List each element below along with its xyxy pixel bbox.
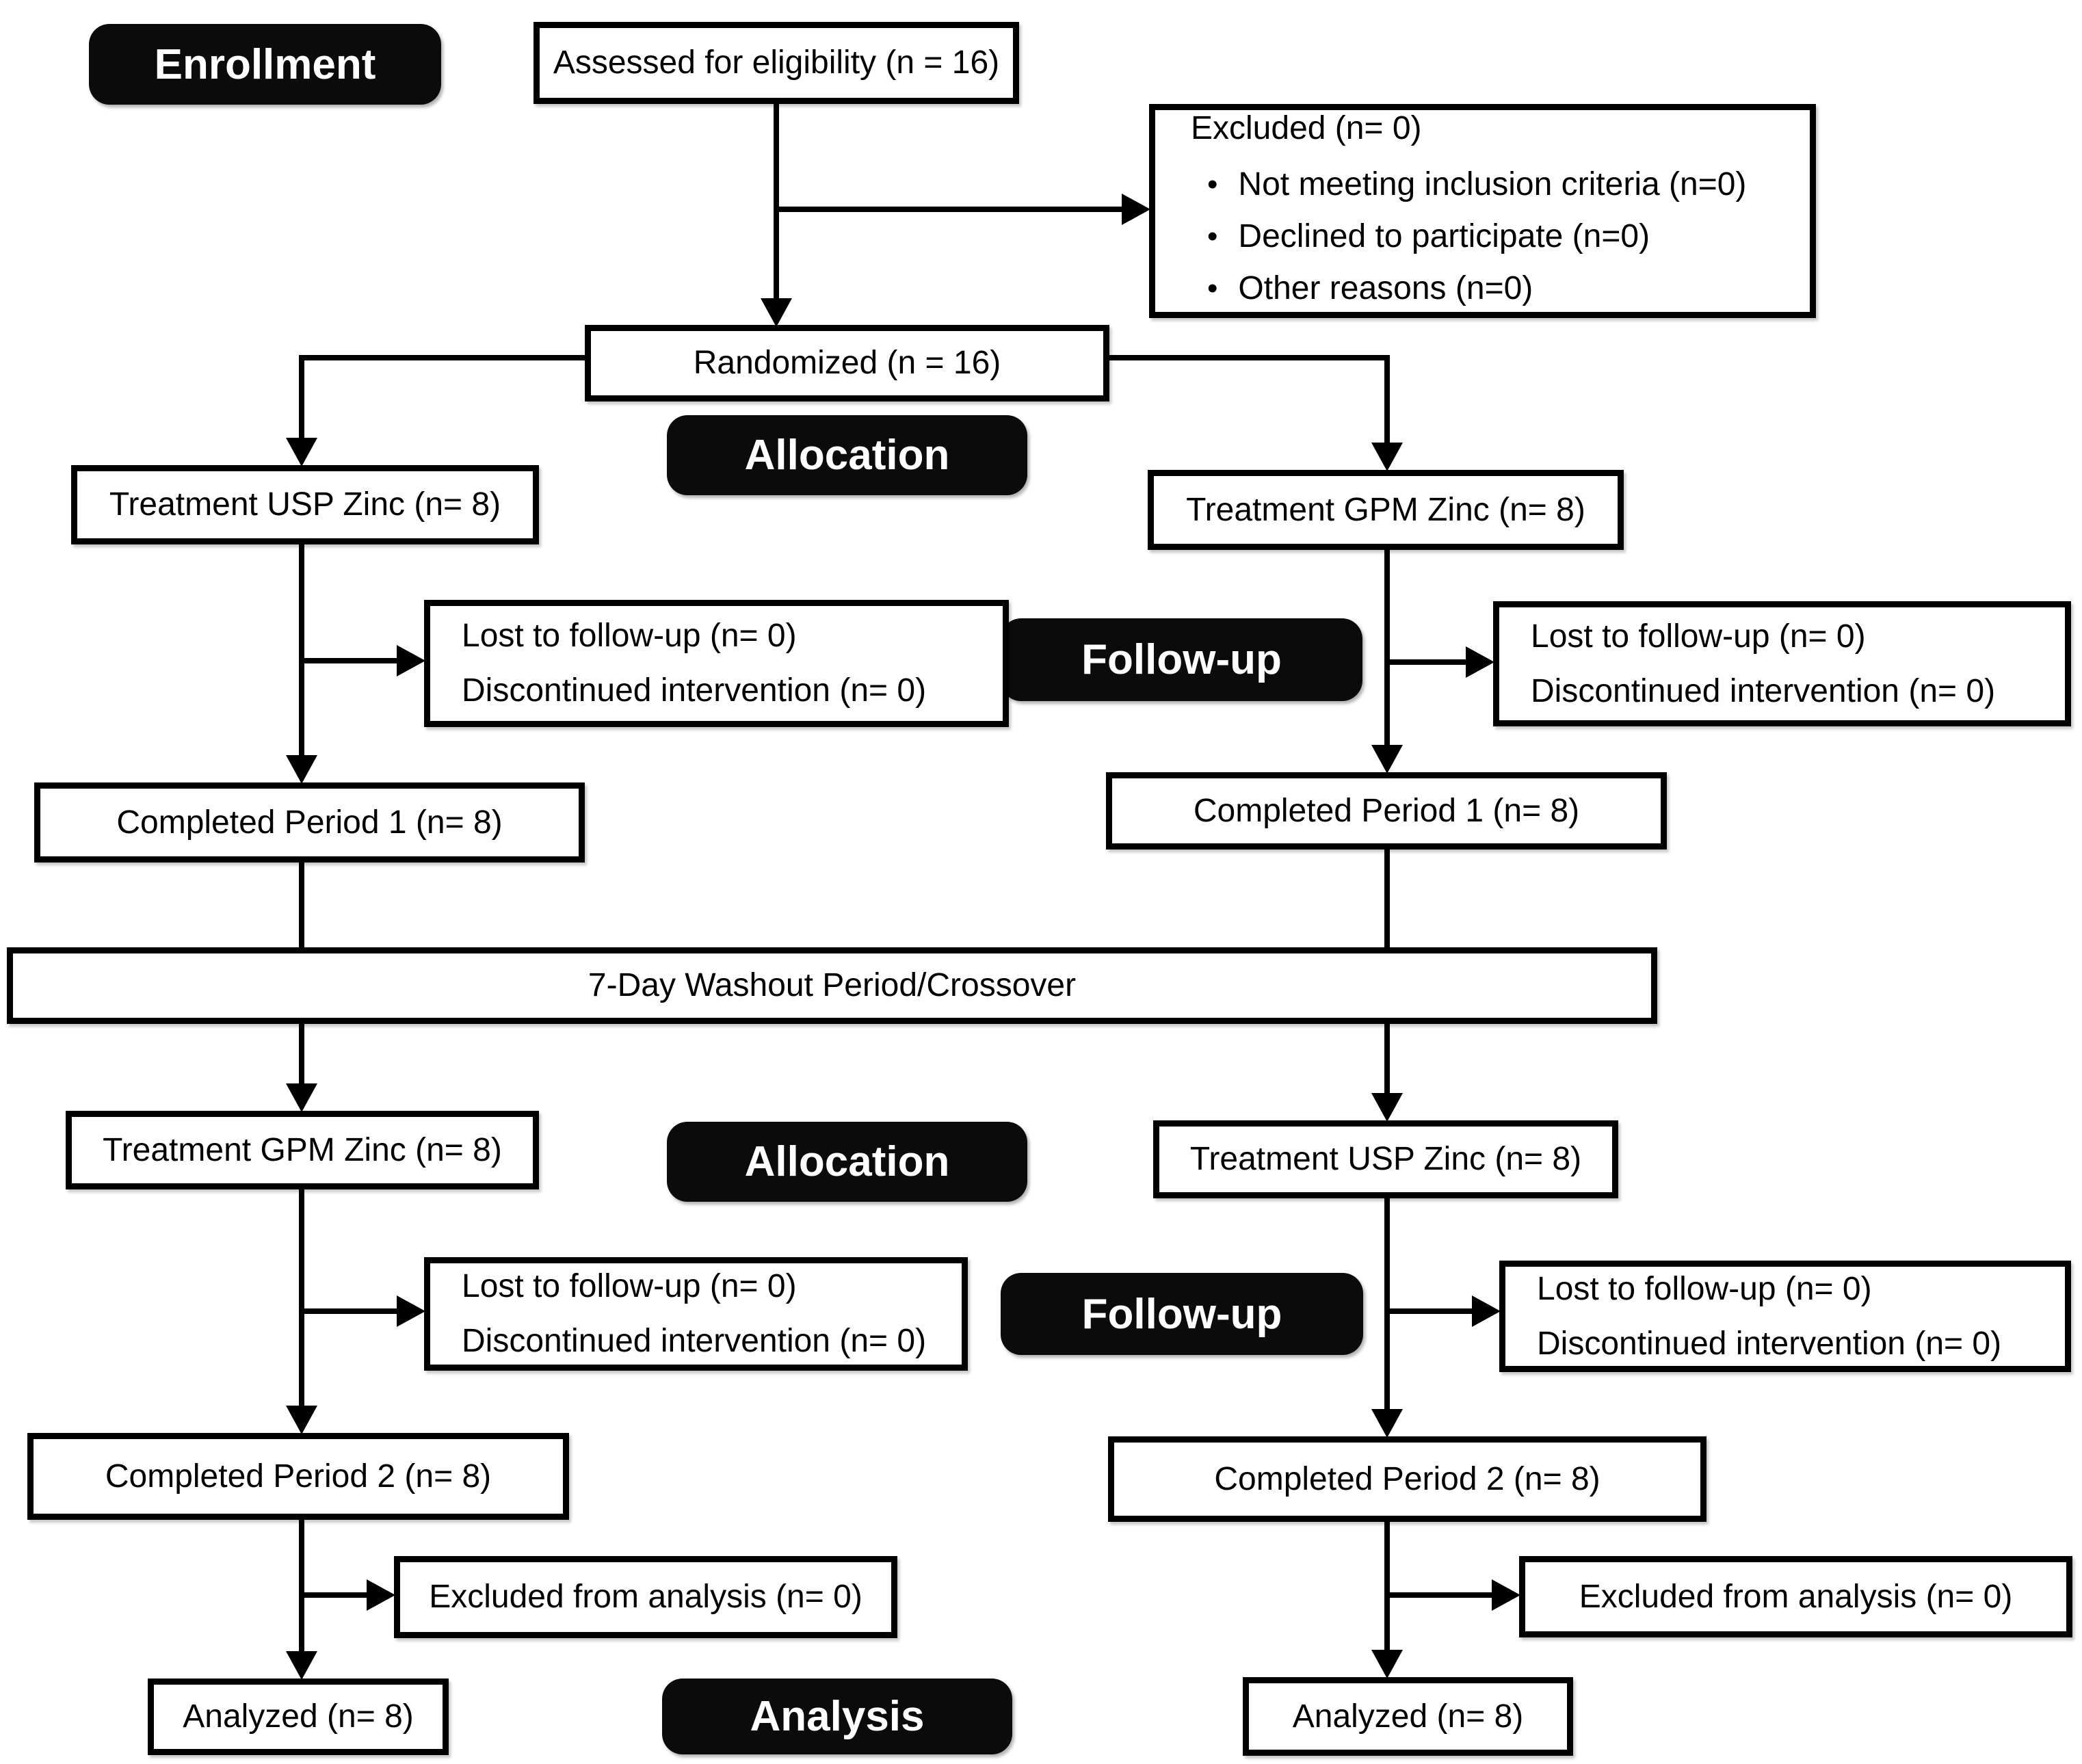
arrow-down-icon <box>1371 1409 1403 1438</box>
box-lost-followup-left-period1: Lost to follow-up (n= 0) Discontinued in… <box>424 600 1009 727</box>
connector-line <box>1384 355 1390 445</box>
arrow-down-icon <box>761 298 792 327</box>
box-lost-followup-right-period1: Lost to follow-up (n= 0) Discontinued in… <box>1493 601 2071 726</box>
stage-allocation-2: Allocation <box>667 1122 1027 1202</box>
arrow-down-icon <box>1371 443 1403 471</box>
box-randomized: Randomized (n = 16) <box>585 325 1109 401</box>
arrow-down-icon <box>1371 745 1403 774</box>
stage-followup-1: Follow-up <box>1001 618 1362 701</box>
excluded-item-label: Other reasons (n=0) <box>1238 269 1533 306</box>
lost-followup-line: Lost to follow-up (n= 0) <box>462 1268 797 1304</box>
discontinued-line: Discontinued intervention (n= 0) <box>1531 672 1996 709</box>
connector-line <box>1387 659 1468 665</box>
box-completed-period2-left: Completed Period 2 (n= 8) <box>27 1433 569 1520</box>
box-excluded-analysis-left: Excluded from analysis (n= 0) <box>394 1556 897 1638</box>
arrow-right-icon <box>397 645 425 676</box>
arrow-right-icon <box>1466 646 1494 678</box>
connector-line <box>1384 1023 1390 1096</box>
arrow-down-icon <box>286 1406 317 1434</box>
arrow-right-icon <box>1472 1295 1501 1327</box>
connector-line <box>299 1187 304 1408</box>
discontinued-line: Discontinued intervention (n= 0) <box>462 1323 927 1359</box>
box-completed-period2-right: Completed Period 2 (n= 8) <box>1108 1436 1707 1522</box>
connector-line <box>299 355 304 440</box>
box-washout-crossover: 7-Day Washout Period/Crossover <box>7 947 1657 1024</box>
box-treatment-usp-period2: Treatment USP Zinc (n= 8) <box>1153 1120 1618 1198</box>
connector-line <box>1384 848 1390 949</box>
excluded-title: Excluded (n= 0) <box>1191 109 1422 146</box>
lost-followup-line: Lost to follow-up (n= 0) <box>1531 618 1866 655</box>
box-treatment-usp-period1: Treatment USP Zinc (n= 8) <box>71 465 539 544</box>
box-completed-period1-right: Completed Period 1 (n= 8) <box>1106 772 1667 850</box>
arrow-down-icon <box>286 755 317 784</box>
arrow-down-icon <box>286 1083 317 1112</box>
lost-followup-line: Lost to follow-up (n= 0) <box>462 618 797 654</box>
bullet-icon: • <box>1207 167 1218 201</box>
stage-analysis: Analysis <box>662 1679 1012 1754</box>
connector-line <box>1387 1592 1494 1598</box>
connector-line <box>1384 549 1390 748</box>
stage-enrollment: Enrollment <box>89 24 441 105</box>
excluded-item: • Not meeting inclusion criteria (n=0) <box>1191 159 1746 211</box>
box-lost-followup-left-period2: Lost to follow-up (n= 0) Discontinued in… <box>424 1257 968 1371</box>
box-analyzed-right: Analyzed (n= 8) <box>1243 1677 1573 1756</box>
connector-line <box>1387 1308 1475 1314</box>
excluded-item: • Other reasons (n=0) <box>1191 263 1533 315</box>
connector-line <box>1384 1521 1390 1653</box>
box-lost-followup-right-period2: Lost to follow-up (n= 0) Discontinued in… <box>1499 1261 2071 1372</box>
connector-line <box>299 1518 304 1654</box>
box-assessed-eligibility: Assessed for eligibility (n = 16) <box>533 22 1019 104</box>
box-completed-period1-left: Completed Period 1 (n= 8) <box>34 782 585 863</box>
bullet-icon: • <box>1207 219 1218 253</box>
stage-allocation-1: Allocation <box>667 415 1027 495</box>
box-treatment-gpm-period1: Treatment GPM Zinc (n= 8) <box>1148 470 1624 550</box>
box-excluded: Excluded (n= 0) • Not meeting inclusion … <box>1149 104 1816 318</box>
connector-line <box>299 543 304 758</box>
box-excluded-analysis-right: Excluded from analysis (n= 0) <box>1519 1556 2072 1637</box>
arrow-down-icon <box>1371 1093 1403 1122</box>
arrow-right-icon <box>1492 1579 1520 1611</box>
excluded-item-label: Declined to participate (n=0) <box>1238 218 1650 254</box>
bullet-icon: • <box>1207 271 1218 305</box>
excluded-item-label: Not meeting inclusion criteria (n=0) <box>1238 166 1747 202</box>
connector-line <box>302 1592 369 1598</box>
connector-line <box>302 658 399 663</box>
excluded-item: • Declined to participate (n=0) <box>1191 211 1650 263</box>
connector-line <box>1107 355 1390 360</box>
stage-followup-2: Follow-up <box>1001 1273 1363 1355</box>
arrow-right-icon <box>1122 194 1150 225</box>
arrow-down-icon <box>1371 1650 1403 1679</box>
discontinued-line: Discontinued intervention (n= 0) <box>462 672 927 709</box>
connector-line <box>1384 1197 1390 1412</box>
connector-line <box>776 207 1125 212</box>
lost-followup-line: Lost to follow-up (n= 0) <box>1537 1270 1872 1307</box>
arrow-right-icon <box>397 1295 425 1327</box>
connector-line <box>302 355 588 360</box>
connector-line <box>299 1023 304 1086</box>
connector-line <box>774 103 779 301</box>
arrow-right-icon <box>367 1579 395 1611</box>
box-analyzed-left: Analyzed (n= 8) <box>148 1679 449 1755</box>
arrow-down-icon <box>286 438 317 466</box>
arrow-down-icon <box>286 1651 317 1680</box>
box-treatment-gpm-period2: Treatment GPM Zinc (n= 8) <box>66 1111 539 1189</box>
connector-line <box>299 860 304 949</box>
connector-line <box>302 1308 399 1314</box>
discontinued-line: Discontinued intervention (n= 0) <box>1537 1325 2002 1362</box>
